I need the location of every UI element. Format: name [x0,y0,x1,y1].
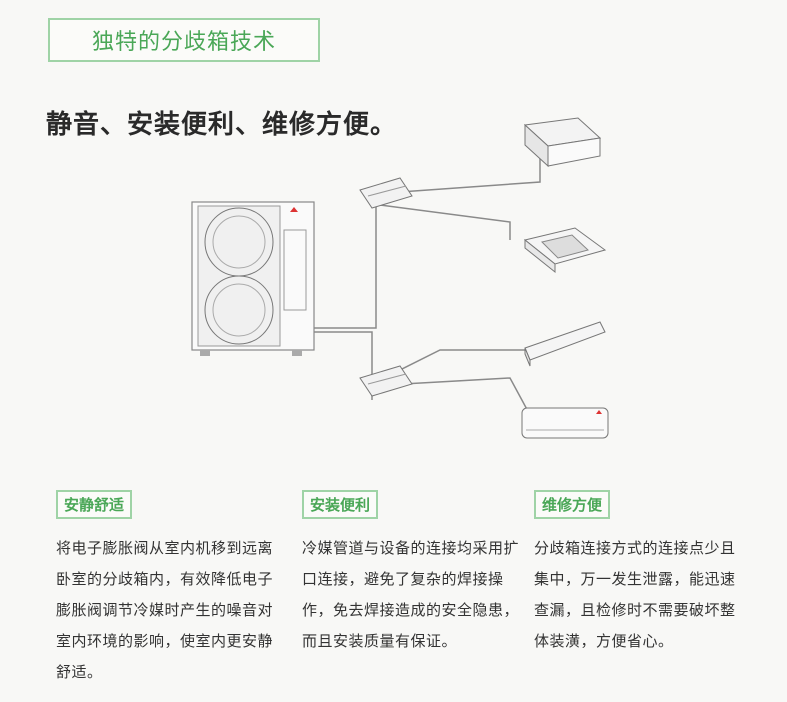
system-diagram [191,117,609,439]
feature-install: 安装便利 冷媒管道与设备的连接均采用扩口连接，避免了复杂的焊接操作，免去焊接造成… [302,490,520,657]
feature-maintenance-text: 分歧箱连接方式的连接点少且集中，万一发生泄露，能迅速查漏，且检修时不需要破坏整体… [534,539,736,650]
duct-unit-illustration [523,117,602,168]
feature-install-text: 冷媒管道与设备的连接均采用扩口连接，避免了复杂的焊接操作，免去焊接造成的安全隐患… [302,539,520,650]
feature-quiet-text: 将电子膨胀阀从室内机移到远离卧室的分歧箱内，有效降低电子膨胀阀调节冷媒时产生的噪… [56,539,274,681]
feature-quiet: 安静舒适 将电子膨胀阀从室内机移到远离卧室的分歧箱内，有效降低电子膨胀阀调节冷媒… [56,490,281,688]
feature-quiet-label: 安静舒适 [56,490,133,519]
branch-box-lower [359,365,413,397]
branch-box-upper [359,177,413,209]
cassette-unit-illustration [523,227,607,274]
feature-install-label: 安装便利 [302,490,379,519]
section-title: 独特的分歧箱技术 [91,30,276,55]
wall-unit-illustration [521,407,609,439]
outdoor-unit-illustration [191,201,315,356]
ceiling-unit-illustration [524,321,606,367]
headline: 静音、安装便利、维修方便。 [46,110,398,140]
feature-maintenance-label: 维修方便 [534,490,611,519]
feature-maintenance: 维修方便 分歧箱连接方式的连接点少且集中，万一发生泄露，能迅速查漏，且检修时不需… [534,490,749,657]
refrigerant-pipes [314,150,541,416]
section-title-box: 独特的分歧箱技术 [48,18,320,62]
